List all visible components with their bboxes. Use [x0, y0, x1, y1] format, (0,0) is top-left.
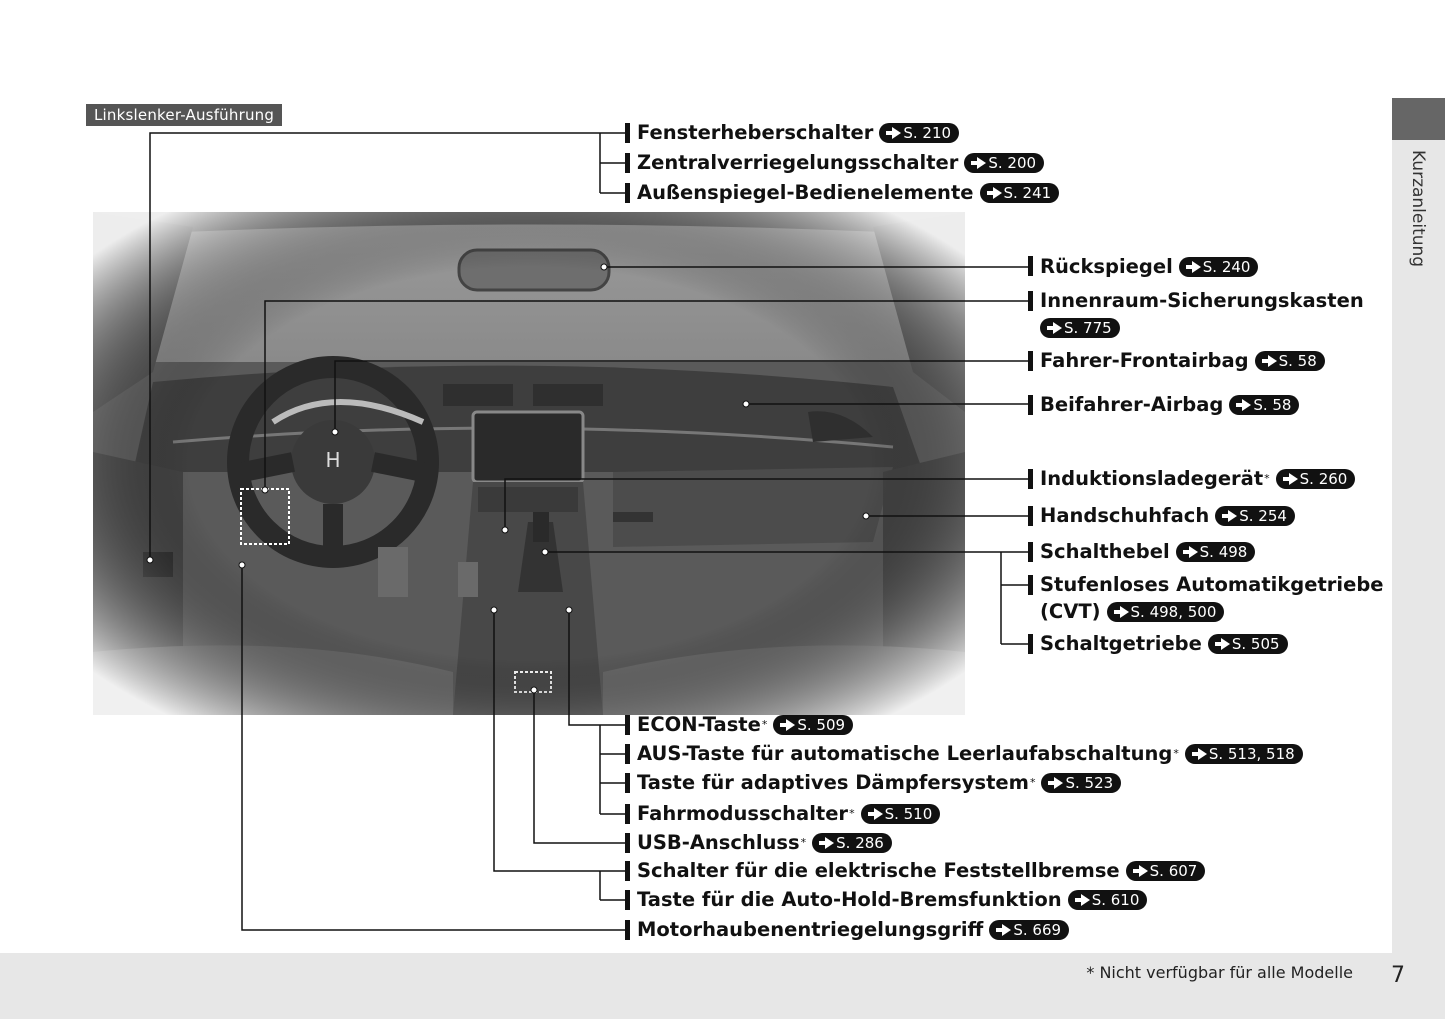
- arrow-right-icon: [1261, 355, 1277, 367]
- page-reference[interactable]: S. 607: [1125, 861, 1206, 881]
- arrow-right-icon: [1282, 473, 1298, 485]
- page-reference[interactable]: S. 241: [979, 183, 1060, 203]
- arrow-right-icon: [1185, 261, 1201, 273]
- arrow-right-icon: [1214, 638, 1230, 650]
- arrow-right-icon: [780, 719, 796, 731]
- label-auto-hold: Taste für die Auto-Hold-Bremsfunktion S.…: [637, 888, 1148, 912]
- arrow-right-icon: [867, 808, 883, 820]
- chapter-tab-marker: [1392, 98, 1445, 140]
- page-reference[interactable]: S. 505: [1207, 634, 1288, 654]
- label-beifahrer-airbag: Beifahrer-Airbag S. 58: [1040, 393, 1300, 417]
- label-feststellbremse: Schalter für die elektrische Feststellbr…: [637, 859, 1206, 883]
- page-reference[interactable]: S. 58: [1254, 351, 1325, 371]
- label-schaltgetriebe: Schaltgetriebe S. 505: [1040, 632, 1288, 656]
- page-reference[interactable]: S. 610: [1067, 890, 1148, 910]
- label-zentralverriegelungsschalter: Zentralverriegelungsschalter S. 200: [637, 151, 1045, 175]
- label-schalthebel: Schalthebel S. 498: [1040, 540, 1256, 564]
- label-cvt-line1: Stufenloses Automatikgetriebe: [1040, 573, 1384, 596]
- arrow-right-icon: [1222, 510, 1238, 522]
- variant-tag: Linkslenker-Ausführung: [86, 104, 283, 126]
- arrow-right-icon: [1236, 399, 1252, 411]
- label-induktionsladegeraet: Induktionsladegerät* S. 260: [1040, 467, 1356, 491]
- label-cvt-line2: (CVT) S. 498, 500: [1040, 600, 1225, 624]
- page-reference[interactable]: S. 498: [1175, 542, 1256, 562]
- footer-band: [0, 953, 1445, 1019]
- label-fensterheberschalter: Fensterheberschalter S. 210: [637, 121, 960, 145]
- page-reference[interactable]: S. 240: [1178, 257, 1259, 277]
- page-reference[interactable]: S. 669: [989, 920, 1070, 940]
- page-reference[interactable]: S. 513, 518: [1184, 744, 1303, 764]
- arrow-right-icon: [819, 837, 835, 849]
- arrow-right-icon: [1132, 865, 1148, 877]
- label-fahrmodusschalter: Fahrmodusschalter* S. 510: [637, 802, 941, 826]
- arrow-right-icon: [1113, 606, 1129, 618]
- arrow-right-icon: [1191, 748, 1207, 760]
- arrow-right-icon: [971, 157, 987, 169]
- arrow-right-icon: [1182, 546, 1198, 558]
- label-innenraum-sicherungskasten-ref: S. 775: [1034, 318, 1120, 338]
- page-reference[interactable]: S. 254: [1215, 506, 1295, 526]
- page-reference[interactable]: S. 509: [773, 715, 854, 735]
- page-number: 7: [1391, 963, 1405, 988]
- label-aussenspiegel-bedienelemente: Außenspiegel-Bedienelemente S. 241: [637, 181, 1060, 205]
- arrow-right-icon: [986, 187, 1002, 199]
- page-reference[interactable]: S. 510: [860, 804, 941, 824]
- label-handschuhfach: Handschuhfach S. 254: [1040, 504, 1295, 528]
- arrow-right-icon: [1047, 322, 1062, 334]
- page-reference[interactable]: S. 286: [812, 833, 892, 853]
- label-aus-taste: AUS-Taste für automatische Leerlaufabsch…: [637, 742, 1303, 766]
- label-daempfersystem: Taste für adaptives Dämpfersystem* S. 52…: [637, 771, 1122, 795]
- arrow-right-icon: [1048, 777, 1064, 789]
- label-rueckspiegel: Rückspiegel S. 240: [1040, 255, 1259, 279]
- page-reference[interactable]: S. 498, 500: [1106, 602, 1225, 622]
- chapter-tab-label: Kurzanleitung: [1408, 150, 1428, 268]
- chapter-side-strip: [1392, 140, 1445, 953]
- page-reference[interactable]: S. 523: [1041, 773, 1122, 793]
- arrow-right-icon: [886, 127, 902, 139]
- arrow-right-icon: [1074, 894, 1090, 906]
- dashboard-illustration: H: [93, 212, 965, 715]
- label-innenraum-sicherungskasten: Innenraum-Sicherungskasten: [1040, 289, 1364, 312]
- page-reference[interactable]: S. 200: [964, 153, 1045, 173]
- page-reference[interactable]: S. 775: [1040, 318, 1120, 338]
- footnote: * Nicht verfügbar für alle Modelle: [1086, 963, 1353, 982]
- arrow-right-icon: [996, 924, 1012, 936]
- label-fahrer-frontairbag: Fahrer-Frontairbag S. 58: [1040, 349, 1325, 373]
- label-motorhaubenentriegelungsgriff: Motorhaubenentriegelungsgriff S. 669: [637, 918, 1070, 942]
- label-econ-taste: ECON-Taste* S. 509: [637, 713, 854, 737]
- page-reference[interactable]: S. 58: [1229, 395, 1300, 415]
- label-usb-anschluss: USB-Anschluss* S. 286: [637, 831, 892, 855]
- page-reference[interactable]: S. 260: [1275, 469, 1356, 489]
- page-reference[interactable]: S. 210: [879, 123, 960, 143]
